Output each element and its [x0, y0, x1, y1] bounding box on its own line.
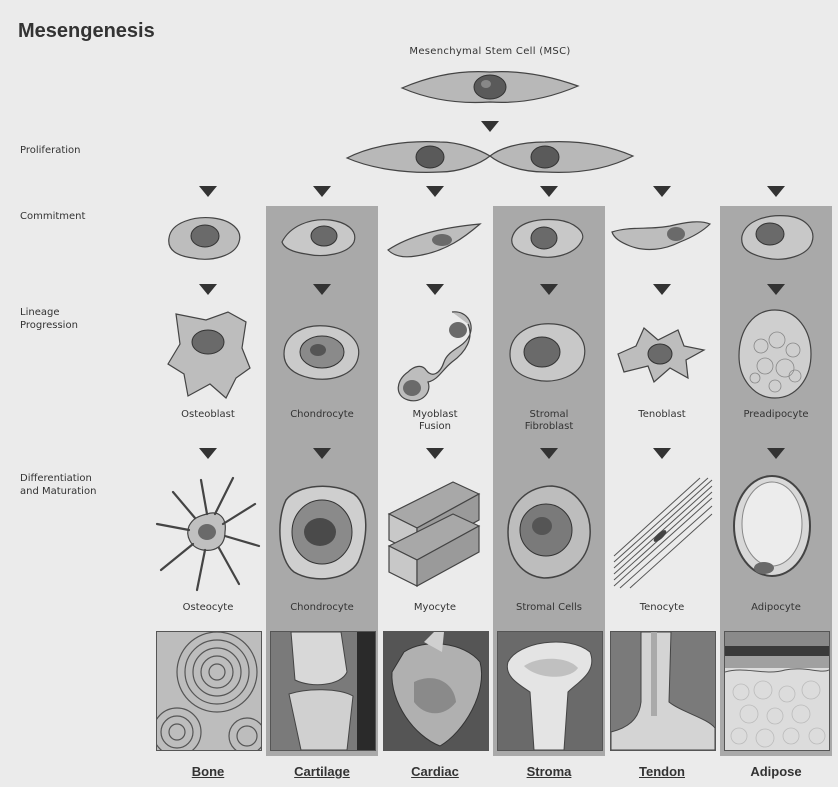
arrow-lineage-cartilage [313, 284, 331, 295]
preadipocyte-line1: Preadipocyte [720, 409, 832, 421]
tissue-label-adipose: Adipose [720, 764, 832, 779]
label-myocyte: Myocyte [379, 602, 491, 614]
myoblast-line1: Myoblast [379, 409, 491, 421]
label-preadipocyte: Preadipocyte [720, 409, 832, 421]
arrow-commit-tendon [653, 186, 671, 197]
arrow-lineage-cardiac [426, 284, 444, 295]
committed-chondro-cell [280, 214, 360, 260]
proliferating-cells-illustration [345, 136, 635, 178]
stromal-cell-mature-illustration [500, 482, 596, 582]
tissue-link-tendon[interactable]: Tendon [606, 764, 718, 779]
tissue-link-cartilage[interactable]: Cartilage [266, 764, 378, 779]
arrow-commit-adipose [767, 186, 785, 197]
arrow-diff-bone [199, 448, 217, 459]
label-myoblast-fusion: Myoblast Fusion [379, 409, 491, 433]
preadipocyte-illustration [735, 306, 815, 402]
bone-tissue-image [156, 631, 262, 751]
chondrocyte-mature-illustration [274, 480, 370, 586]
tendon-tissue-image [610, 631, 716, 751]
arrow-lineage-bone [199, 284, 217, 295]
stage-commitment: Commitment [20, 210, 85, 223]
stage-lineage-line2: Progression [20, 319, 78, 332]
stage-differentiation: Differentiation and Maturation [20, 472, 96, 498]
committed-osteo-cell [165, 212, 245, 264]
tissue-link-bone[interactable]: Bone [152, 764, 264, 779]
stage-lineage-line1: Lineage [20, 306, 78, 319]
tenoblast-illustration [614, 320, 706, 386]
myocyte-illustration [383, 474, 483, 590]
myoblast-line2: Fusion [379, 421, 491, 433]
osteoblast-line1: Osteoblast [152, 409, 264, 421]
label-stromal-cells: Stromal Cells [493, 602, 605, 614]
osteocyte-illustration [155, 474, 261, 594]
stroma-tissue-image [497, 631, 603, 751]
label-osteocyte: Osteocyte [152, 602, 264, 614]
adipocyte-illustration [730, 472, 814, 584]
label-tenoblast: Tenoblast [606, 409, 718, 421]
tenoblast-line1: Tenoblast [606, 409, 718, 421]
committed-stromal-cell [508, 214, 588, 262]
label-tenocyte: Tenocyte [606, 602, 718, 614]
stage-diff-line2: and Maturation [20, 485, 96, 498]
stromal-line1: Stromal [493, 409, 605, 421]
arrow-lineage-adipose [767, 284, 785, 295]
chondrocyte-intermediate-illustration [280, 322, 364, 384]
arrow-commit-cardiac [426, 186, 444, 197]
tissue-link-cardiac[interactable]: Cardiac [379, 764, 491, 779]
label-chondrocyte-intermediate: Chondrocyte [266, 409, 378, 421]
osteoblast-illustration [166, 308, 252, 400]
stage-proliferation: Proliferation [20, 144, 81, 157]
adipose-tissue-image [724, 631, 830, 751]
msc-label: Mesenchymal Stem Cell (MSC) [340, 46, 640, 57]
chondro-int-line1: Chondrocyte [266, 409, 378, 421]
arrow-lineage-stroma [540, 284, 558, 295]
msc-cell-illustration [400, 62, 580, 112]
tissue-link-stroma[interactable]: Stroma [493, 764, 605, 779]
arrow-commit-bone [199, 186, 217, 197]
arrow-lineage-tendon [653, 284, 671, 295]
label-chondrocyte-mature: Chondrocyte [266, 602, 378, 614]
arrow-diff-cardiac [426, 448, 444, 459]
arrow-commit-cartilage [313, 186, 331, 197]
arrow-diff-tendon [653, 448, 671, 459]
arrow-msc-to-proliferation [481, 121, 499, 132]
tenocyte-illustration [612, 476, 714, 588]
label-stromal-fibroblast: Stromal Fibroblast [493, 409, 605, 433]
label-adipocyte: Adipocyte [720, 602, 832, 614]
committed-teno-cell [610, 216, 712, 256]
stromal-fibroblast-illustration [506, 320, 590, 386]
label-osteoblast: Osteoblast [152, 409, 264, 421]
myoblast-fusion-illustration [392, 308, 478, 404]
committed-adipo-cell [738, 212, 818, 264]
arrow-commit-stroma [540, 186, 558, 197]
cartilage-tissue-image [270, 631, 376, 751]
committed-myo-cell [386, 220, 482, 260]
diagram-title: Mesengenesis [18, 20, 155, 43]
arrow-diff-cartilage [313, 448, 331, 459]
arrow-diff-adipose [767, 448, 785, 459]
stage-diff-line1: Differentiation [20, 472, 96, 485]
arrow-diff-stroma [540, 448, 558, 459]
cardiac-tissue-image [383, 631, 489, 751]
stage-lineage-progression: Lineage Progression [20, 306, 78, 332]
stromal-line2: Fibroblast [493, 421, 605, 433]
